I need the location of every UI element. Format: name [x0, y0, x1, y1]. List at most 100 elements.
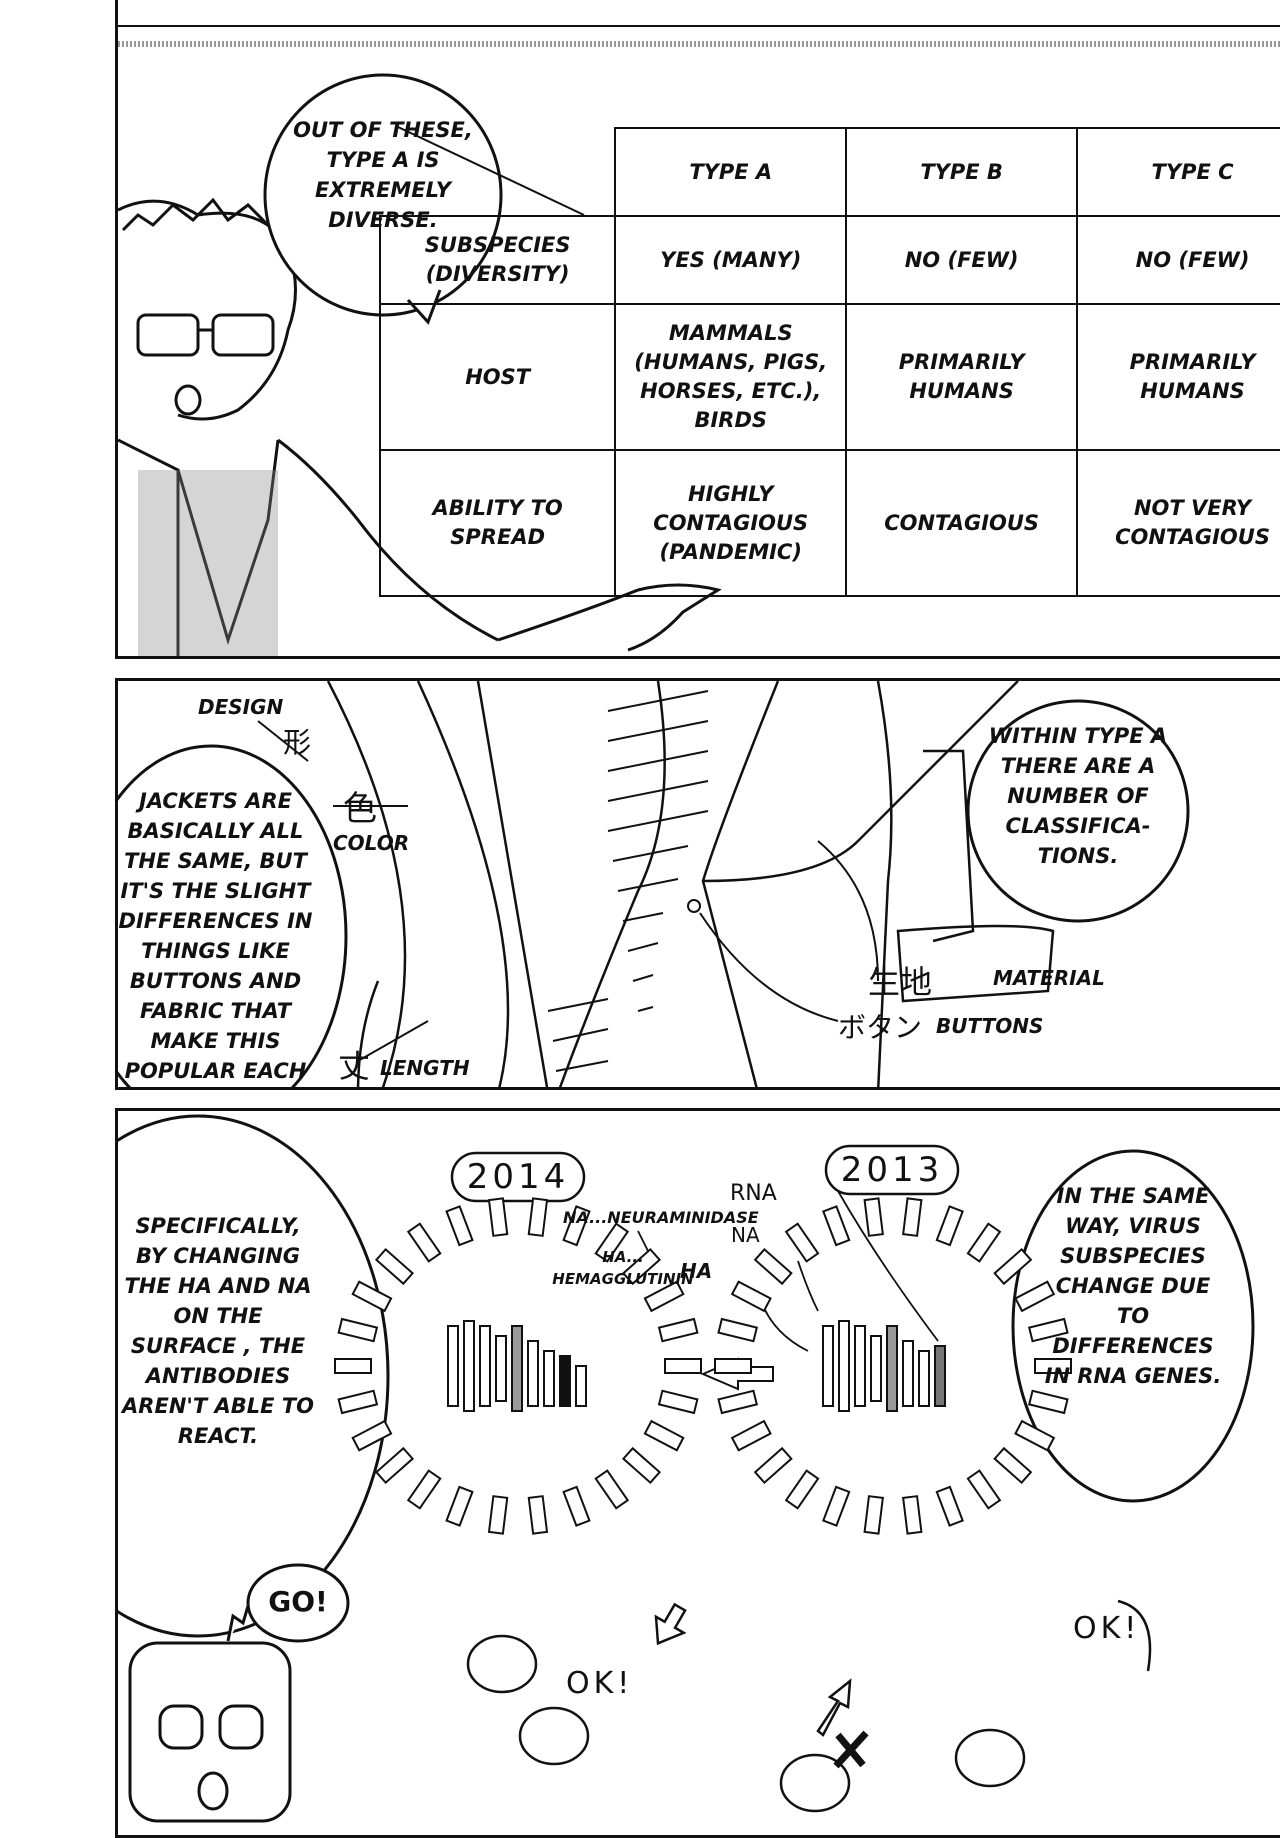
- label-color: COLOR: [333, 831, 410, 855]
- row-label-spread: ABILITY TO SPREAD: [378, 449, 617, 597]
- virus-2013-spike: [1027, 1317, 1069, 1343]
- label-material: MATERIAL: [993, 966, 1105, 990]
- virus-2014-spike: [487, 1495, 509, 1535]
- label-buttons: BUTTONS: [936, 1014, 1044, 1038]
- virus-2014-spike: [406, 1469, 442, 1510]
- mascot-character: [128, 1605, 292, 1823]
- label-design: DESIGN: [198, 695, 284, 719]
- year-tag-2014: [450, 1151, 586, 1203]
- go-speech-bubble: [246, 1563, 350, 1643]
- speech-bubble-left-text: JACKETS ARE BASICALLY ALL THE SAME, BUT …: [118, 789, 313, 1083]
- virus-2013-spike: [730, 1280, 772, 1313]
- year-2014-label: 2014: [466, 1157, 570, 1197]
- table-row: HOST MAMMALS (HUMANS, PIGS, HORSES, ETC.…: [378, 303, 1280, 451]
- label-length-jp: 丈: [338, 1047, 371, 1085]
- virus-2014-spike: [351, 1280, 393, 1313]
- virus-2013-spike: [863, 1495, 884, 1535]
- virus-2014-spike: [562, 1205, 591, 1247]
- virus-2014: [447, 1320, 587, 1412]
- virus-2013-spike: [1027, 1389, 1069, 1415]
- virus-2013-spike: [714, 1358, 752, 1374]
- virus-2013-spike: [784, 1469, 820, 1510]
- virus-2013-spike: [753, 1446, 793, 1485]
- virus-2014-spike: [621, 1247, 662, 1286]
- ok-left-text: OK!: [566, 1666, 634, 1701]
- label-na-definition: NA...NEURAMINIDASE: [563, 1208, 759, 1227]
- virus-2013-spike: [717, 1389, 759, 1415]
- table-header-row: TYPE A TYPE B TYPE C: [380, 127, 1280, 217]
- table-cell: NO (FEW): [1076, 215, 1280, 305]
- year-tag-2013: [824, 1144, 960, 1196]
- virus-2014-spike: [657, 1389, 699, 1415]
- virus-2013-spike: [822, 1485, 851, 1527]
- speech-bubble-right: [1011, 1149, 1255, 1503]
- panel-1: OUT OF THESE, TYPE A IS EXTREMELY DIVERS…: [115, 0, 1280, 659]
- table-cell: PRIMARILY HUMANS: [1076, 303, 1280, 451]
- table-cell: NOT VERY CONTAGIOUS: [1076, 449, 1280, 597]
- virus-2013-spike: [935, 1205, 964, 1247]
- table-cell: NO (FEW): [845, 215, 1079, 305]
- speech-bubble-right-text: WITHIN TYPE A THERE ARE A NUMBER OF CLAS…: [988, 724, 1168, 868]
- virus-illustration: [118, 1114, 1255, 1823]
- virus-2013-spike: [1014, 1280, 1056, 1313]
- virus-2014-spike: [594, 1469, 630, 1510]
- virus-2013-spike: [863, 1197, 884, 1237]
- jacket-illustration: [118, 681, 1190, 1087]
- speech-bubble-left: [118, 1114, 390, 1638]
- scientist-figure: [118, 197, 722, 656]
- jacket-stripes: [547, 690, 709, 1072]
- virus-2014-spike: [527, 1495, 549, 1535]
- header-type-a: TYPE A: [614, 127, 848, 217]
- label-design-jp: 形: [283, 726, 312, 759]
- virus-2013-spike: [1014, 1419, 1056, 1452]
- antibody-figures: [466, 1599, 1152, 1813]
- label-buttons-jp: ボタン: [838, 1011, 923, 1044]
- virus-2013-spike: [993, 1446, 1033, 1485]
- jacket-button: [687, 899, 701, 913]
- ok-right-text: OK!: [1073, 1611, 1141, 1646]
- virus-2014-spike: [621, 1446, 662, 1485]
- table-row: ABILITY TO SPREAD HIGHLY CONTAGIOUS (PAN…: [378, 449, 1280, 597]
- year-2013-label: 2013: [840, 1150, 944, 1190]
- row-label-subspecies: SUBSPECIES (DIVERSITY): [378, 215, 617, 305]
- label-ha-definition: HA... HEMAGGLUTININ: [552, 1248, 694, 1288]
- virus-2013-spike: [1034, 1358, 1072, 1374]
- virus-2014-spike: [562, 1485, 591, 1527]
- table-cell: HIGHLY CONTAGIOUS (PANDEMIC): [614, 449, 848, 597]
- virus-2013-spike: [966, 1222, 1002, 1263]
- label-ha: HA: [680, 1259, 713, 1283]
- virus-2013-spike: [966, 1469, 1002, 1510]
- table-corner-cell: [380, 128, 617, 217]
- virus-2013-spike: [730, 1419, 772, 1452]
- virus-2014-spike: [445, 1485, 474, 1527]
- table-cell: YES (MANY): [614, 215, 848, 305]
- speech-bubble-left-text: SPECIFICALLY, BY CHANGING THE HA AND NA …: [122, 1214, 314, 1448]
- virus-2013-spike: [902, 1197, 923, 1237]
- virus-2014-spike: [487, 1197, 509, 1237]
- table-cell: MAMMALS (HUMANS, PIGS, HORSES, ETC.), BI…: [614, 303, 848, 451]
- sweater-shading: [138, 470, 278, 656]
- speech-bubble-left: [118, 744, 348, 1087]
- virus-2014-spike: [594, 1222, 630, 1263]
- speech-bubble-right: [966, 699, 1190, 923]
- header-type-c: TYPE C: [1076, 127, 1280, 217]
- table-cell: CONTAGIOUS: [845, 449, 1079, 597]
- virus-2013-spike: [935, 1485, 964, 1527]
- virus-2014-spike: [351, 1419, 393, 1452]
- influenza-type-table: TYPE A TYPE B TYPE C SUBSPECIES (DIVERSI…: [378, 127, 1280, 597]
- virus-2014-spike: [334, 1358, 372, 1374]
- label-material-jp: 生地: [868, 963, 933, 1001]
- virus-2014-spike: [374, 1446, 415, 1485]
- virus-2013-spike: [822, 1205, 851, 1247]
- go-text: GO!: [268, 1585, 328, 1618]
- label-color-jp: 色: [343, 789, 377, 829]
- panel-2: JACKETS ARE BASICALLY ALL THE SAME, BUT …: [115, 678, 1280, 1090]
- row-label-host: HOST: [378, 303, 617, 451]
- virus-2014-spike: [445, 1205, 474, 1247]
- table-row: SUBSPECIES (DIVERSITY) YES (MANY) NO (FE…: [378, 215, 1280, 305]
- virus-2013-spike: [717, 1317, 759, 1343]
- virus-2013-spike: [784, 1222, 820, 1263]
- label-rna: RNA: [730, 1181, 777, 1206]
- header-type-b: TYPE B: [845, 127, 1079, 217]
- virus-2013: [822, 1320, 946, 1412]
